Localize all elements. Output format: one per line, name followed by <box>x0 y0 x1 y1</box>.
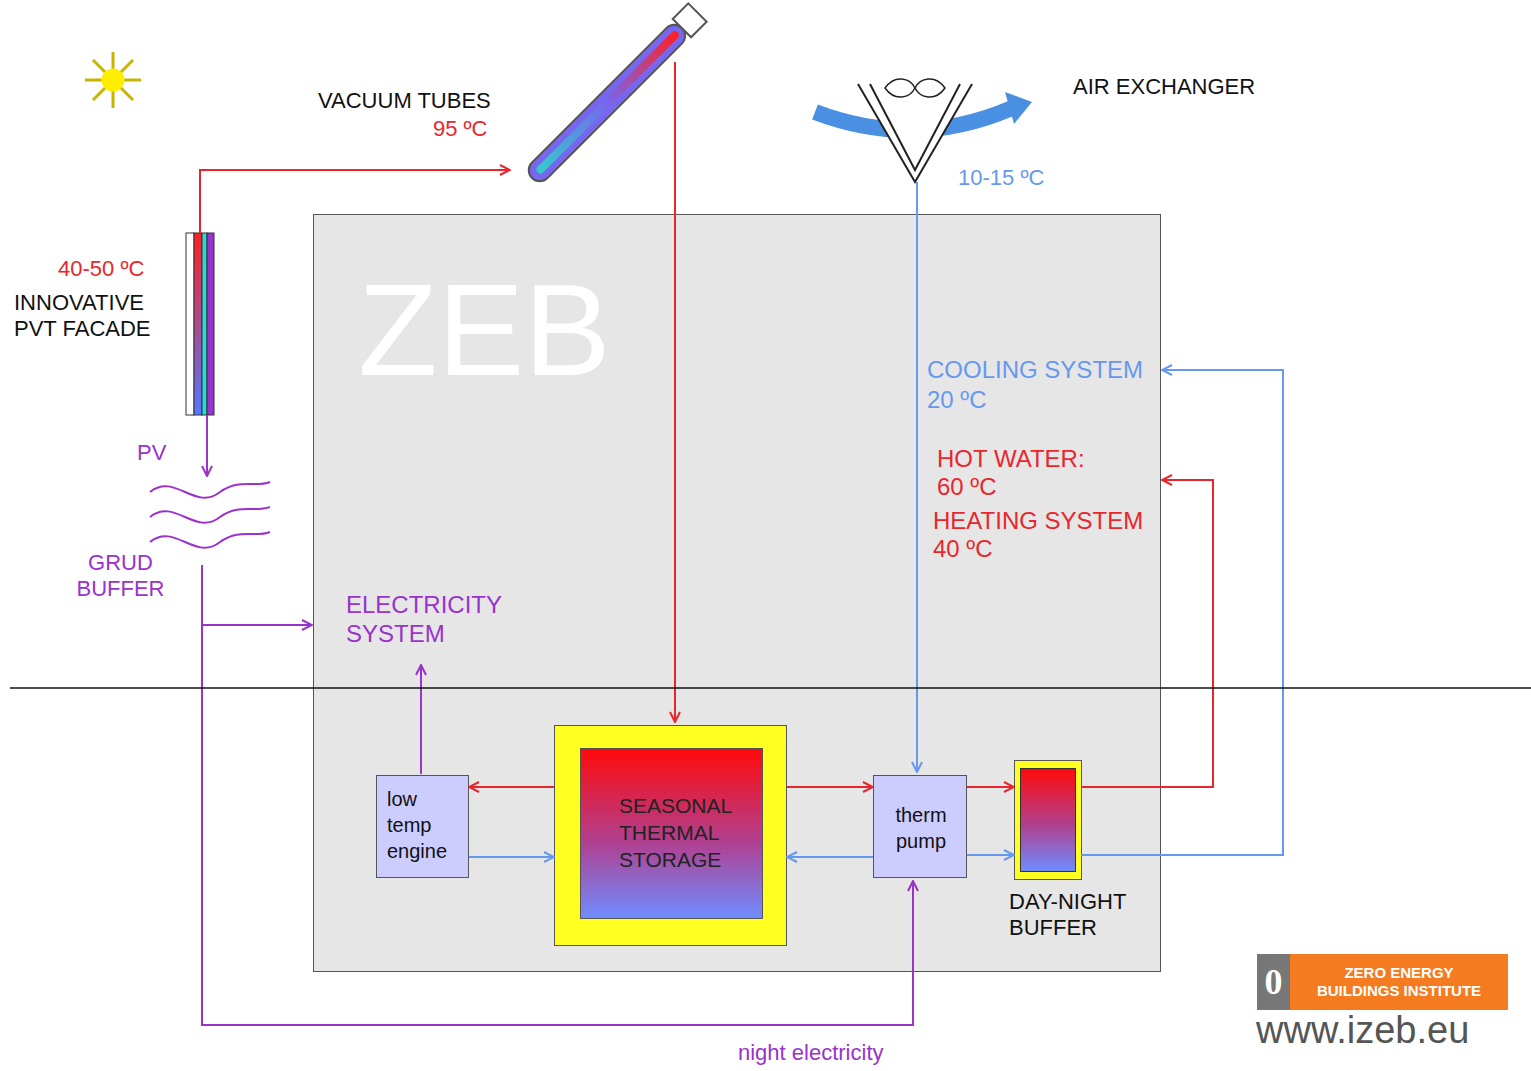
annotation-label: VACUUM TUBES <box>318 88 491 114</box>
storage-text: SEASONAL THERMAL STORAGE <box>619 793 754 874</box>
night-wire <box>202 565 913 1025</box>
pipe-connector <box>469 856 554 858</box>
annotation-label: AIR EXCHANGER <box>1073 74 1255 100</box>
annotation-label: PV <box>137 440 166 466</box>
pipe-connector <box>787 856 873 858</box>
grid-waves <box>150 482 270 548</box>
sun-symbol <box>85 52 141 108</box>
vacuum-tube <box>523 3 707 187</box>
hot-pipe <box>674 62 676 722</box>
box-text: low temp engine <box>387 786 460 864</box>
box-text: therm pump <box>884 786 958 854</box>
annotation-label: 40-50 ºC <box>58 256 144 282</box>
logo-digit: 0 <box>1265 961 1283 1003</box>
annotation-label: 95 ºC <box>433 116 488 142</box>
annotation-label: 60 ºC <box>937 473 996 502</box>
annotation-label: ELECTRICITY SYSTEM <box>346 591 526 649</box>
storage-box: SEASONAL THERMAL STORAGE <box>554 725 787 946</box>
pipe-connector <box>967 854 1014 856</box>
annotation-label: COOLING SYSTEM <box>927 356 1143 385</box>
pump-box: therm pump <box>873 775 967 878</box>
cool-pipe <box>916 182 918 772</box>
pipe-connector <box>469 786 554 788</box>
pvt-facade <box>186 233 214 415</box>
buffer-box: DAY-NIGHT BUFFER <box>1014 760 1082 880</box>
cool-pipe <box>1081 370 1283 855</box>
engine-wire <box>420 665 422 774</box>
moon-symbol <box>913 12 936 47</box>
annotation-label: GRUD BUFFER <box>58 550 183 603</box>
storage-core: SEASONAL THERMAL STORAGE <box>580 748 763 919</box>
annotation-label: www.izeb.eu <box>1256 1008 1469 1054</box>
logo-mark: 0 <box>1257 954 1290 1010</box>
annotation-label: 20 ºC <box>927 386 986 415</box>
hot-pipe <box>200 170 510 233</box>
annotation-label: HOT WATER: <box>937 445 1085 474</box>
ground-line <box>10 687 1531 689</box>
annotation-label: INNOVATIVE PVT FACADE <box>14 290 179 343</box>
logo-text: ZERO ENERGY BUILDINGS INSTITUTE <box>1309 964 1489 1000</box>
annotation-label: night electricity <box>738 1040 884 1066</box>
buffer-heading: DAY-NIGHT BUFFER <box>1009 889 1149 942</box>
pipe-connector <box>967 786 1014 788</box>
grid-wire <box>202 624 312 626</box>
annotation-label: 10-15 ºC <box>958 165 1044 191</box>
buffer-core <box>1020 768 1076 872</box>
pipe-connector <box>787 786 873 788</box>
annotation-label: HEATING SYSTEM <box>933 507 1143 536</box>
pv-wire <box>206 415 208 476</box>
watermark-title: ZEB <box>358 265 611 395</box>
logo-banner: ZERO ENERGY BUILDINGS INSTITUTE <box>1290 954 1508 1010</box>
annotation-label: 40 ºC <box>933 535 992 564</box>
logo-box: 0 ZERO ENERGY BUILDINGS INSTITUTE <box>1257 954 1508 1010</box>
engine-box: low temp engine <box>376 775 469 878</box>
